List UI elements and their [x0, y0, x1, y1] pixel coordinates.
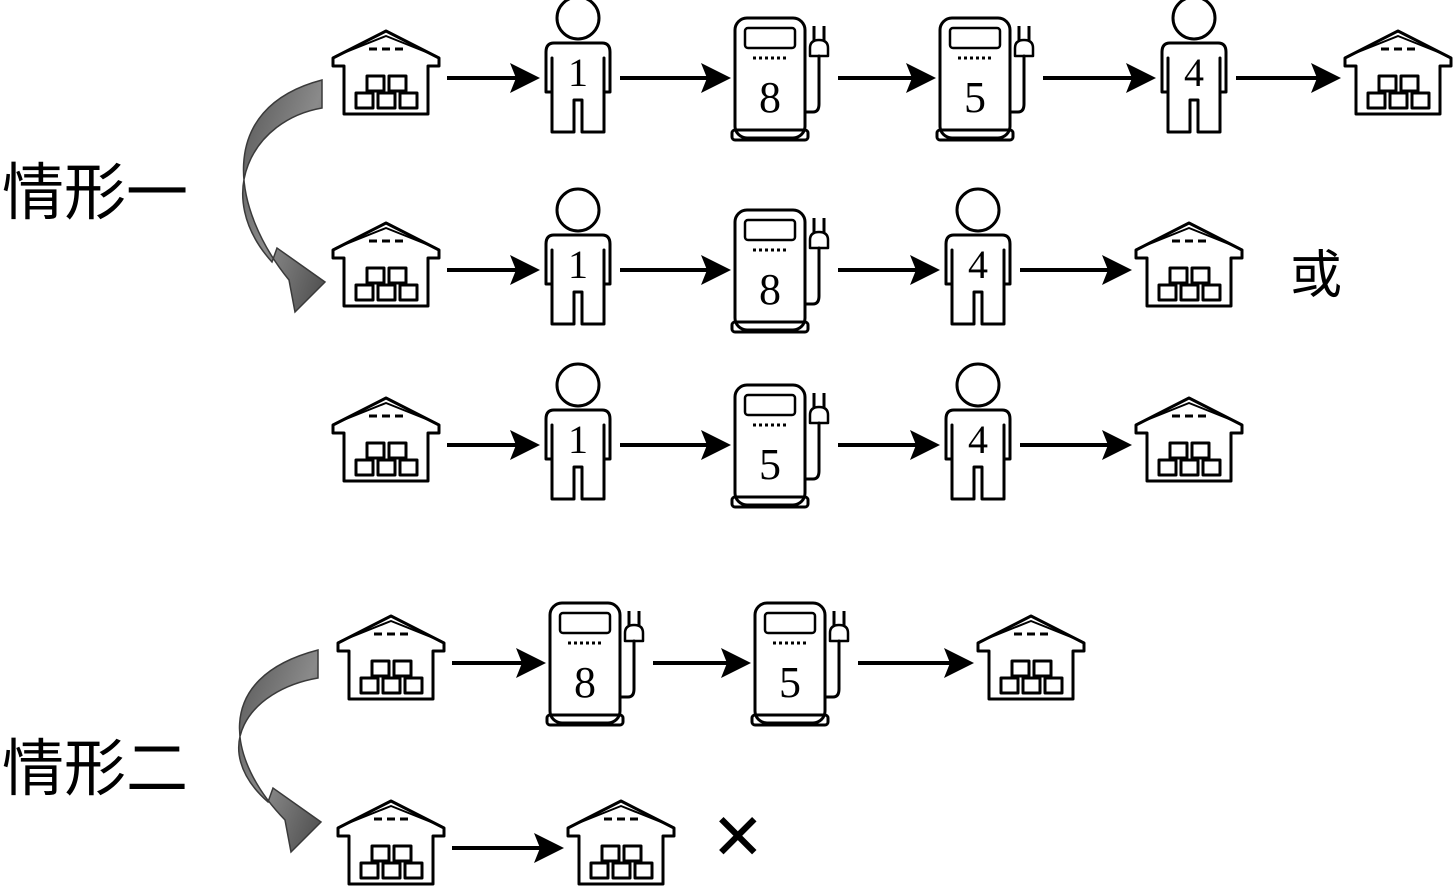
charging-station-icon: 5 [750, 601, 850, 727]
charging-station-icon: 8 [545, 601, 645, 727]
alternative-word: 或 [1290, 246, 1343, 306]
arrow-right-icon [858, 648, 974, 678]
warehouse-icon [336, 799, 446, 886]
person-icon: 1 [544, 0, 612, 134]
person-icon: 1 [544, 187, 612, 326]
person-icon: 4 [1160, 0, 1228, 134]
arrow-right-icon [620, 255, 731, 285]
person-number: 4 [968, 417, 988, 462]
warehouse-icon [1134, 221, 1244, 308]
person-number: 1 [568, 417, 588, 462]
arrow-right-icon [838, 255, 940, 285]
warehouse-icon [976, 614, 1086, 701]
warehouse-icon [331, 29, 441, 116]
curved-arrow-icon [242, 79, 327, 314]
charging-station-icon: 8 [730, 208, 830, 334]
warehouse-icon [1134, 396, 1244, 483]
warehouse-icon [331, 396, 441, 483]
charger-number: 5 [779, 658, 801, 707]
warehouse-icon [566, 799, 676, 886]
warehouse-icon [331, 221, 441, 308]
scenario-two-label: 情形二 [2, 732, 189, 805]
arrow-right-icon [447, 63, 540, 93]
charging-station-icon: 5 [730, 383, 830, 509]
arrow-right-icon [447, 255, 540, 285]
arrow-right-icon [1043, 63, 1156, 93]
charging-station-icon: 8 [730, 16, 830, 142]
charger-number: 8 [759, 265, 781, 314]
warehouse-icon [1343, 29, 1453, 116]
curved-arrow-icon [237, 649, 323, 854]
person-number: 1 [568, 242, 588, 287]
charger-number: 8 [574, 658, 596, 707]
arrow-right-icon [452, 648, 546, 678]
arrow-right-icon [838, 430, 940, 460]
person-number: 4 [968, 242, 988, 287]
arrow-right-icon [838, 63, 936, 93]
person-icon: 4 [944, 362, 1012, 501]
warehouse-icon [336, 614, 446, 701]
arrow-right-icon [1236, 63, 1341, 93]
person-icon: 1 [544, 362, 612, 501]
arrow-right-icon [1020, 255, 1132, 285]
scenario-one-label: 情形一 [2, 156, 189, 229]
person-icon: 4 [944, 187, 1012, 326]
invalid-mark: ✕ [711, 801, 765, 875]
charging-station-icon: 5 [935, 16, 1035, 142]
charger-number: 5 [759, 440, 781, 489]
charger-number: 5 [964, 73, 986, 122]
person-number: 4 [1184, 50, 1204, 95]
person-number: 1 [568, 50, 588, 95]
arrow-right-icon [1020, 430, 1132, 460]
arrow-right-icon [447, 430, 540, 460]
arrow-right-icon [620, 63, 731, 93]
arrow-right-icon [620, 430, 731, 460]
arrow-right-icon [653, 648, 751, 678]
arrow-right-icon [452, 833, 564, 863]
charger-number: 8 [759, 73, 781, 122]
